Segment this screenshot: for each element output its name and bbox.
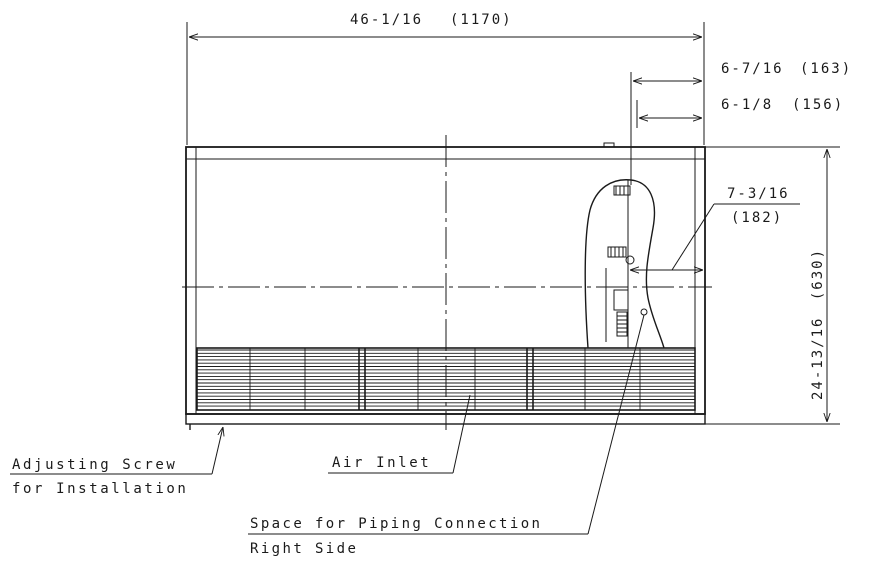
offset-182-metric: (182) xyxy=(731,210,783,226)
adjusting-screw-callout: Adjusting Screw for Installation xyxy=(10,427,223,497)
offset-182-dimension: 7-3/16 (182) xyxy=(630,186,800,270)
air-inlet-label: Air Inlet xyxy=(332,455,431,471)
air-inlet-grille xyxy=(196,347,696,411)
piping-space-label-line2: Right Side xyxy=(250,541,358,557)
unit-body xyxy=(182,135,712,430)
width-dimension: 46-1/16 (1170) xyxy=(186,12,705,145)
height-dimension: 24-13/16 (630) xyxy=(705,146,840,425)
width-dimension-metric: (1170) xyxy=(450,12,513,28)
offset-182-fraction: 7-3/16 xyxy=(727,186,790,202)
width-dimension-fraction: 46-1/16 xyxy=(350,12,423,28)
offset-163-fraction: 6-7/16 xyxy=(721,61,784,77)
offset-156-fraction: 6-1/8 xyxy=(721,97,773,113)
offset-156-metric: (156) xyxy=(792,97,844,113)
height-dimension-text: 24-13/16 (630) xyxy=(810,248,826,400)
piping-space-label-line1: Space for Piping Connection xyxy=(250,516,542,532)
offset-163-dimension: 6-7/16 (163) xyxy=(630,61,852,185)
air-inlet-callout: Air Inlet xyxy=(328,394,471,474)
adjusting-screw-label-line2: for Installation xyxy=(12,481,188,497)
height-dimension-metric: (630) xyxy=(810,248,826,300)
piping-space-callout: Space for Piping Connection Right Side xyxy=(248,314,645,557)
offset-163-metric: (163) xyxy=(800,61,852,77)
height-dimension-fraction: 24-13/16 xyxy=(810,317,826,400)
offset-156-dimension: 6-1/8 (156) xyxy=(636,97,844,128)
adjusting-screw-label-line1: Adjusting Screw xyxy=(12,457,177,473)
piping-connection-area xyxy=(584,179,665,349)
